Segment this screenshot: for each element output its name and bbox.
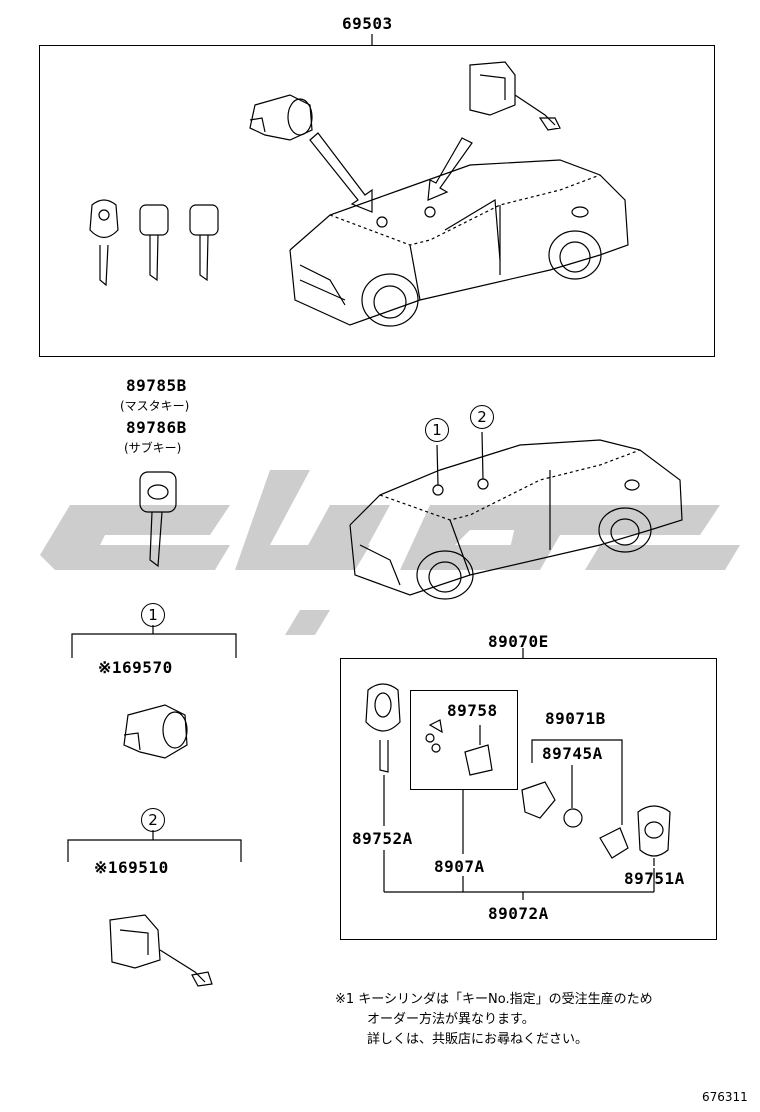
sub-key-note: (サブキー) [124,441,182,455]
master-key-note: (マスタキー) [120,399,190,413]
part-label-69570[interactable]: ※169570 [98,658,173,677]
part-label-89072A[interactable]: 89072A [488,904,549,923]
keys-top [89,199,219,287]
sub-box-89758 [410,690,518,790]
callout-2[interactable]: 2 [470,405,494,429]
key-89785B [139,471,177,568]
ignition-cylinder-top [249,94,313,141]
key-89752A [365,683,401,773]
part-label-89751A[interactable]: 89751A [624,869,685,888]
assembly-box-69503 [39,45,715,357]
ignition-cylinder-69570 [123,704,188,759]
car-illustration-middle [349,431,683,600]
car-illustration-top [289,159,629,327]
part-label-89070E[interactable]: 89070E [488,632,549,651]
part-label-89071B[interactable]: 89071B [545,709,606,728]
part-label-89752A[interactable]: 89752A [352,829,413,848]
door-cylinder-top [469,61,561,131]
part-label-89758[interactable]: 89758 [447,701,498,720]
illustration-number: 676311 [702,1090,748,1104]
assembly-box-89070E [340,658,717,940]
door-cylinder-69510 [109,914,213,987]
part-label-8907A[interactable]: 8907A [434,857,485,876]
section-2-marker: 2 [141,808,165,832]
footnote-line-3: 詳しくは、共販店にお尋ねください。 [367,1032,589,1047]
part-label-69510[interactable]: ※169510 [94,858,169,877]
part-label-89745A[interactable]: 89745A [542,744,603,763]
part-label-89786B[interactable]: 89786B [126,418,187,437]
callout-1[interactable]: 1 [425,418,449,442]
section-1-marker: 1 [141,603,165,627]
part-label-69503[interactable]: 69503 [342,14,393,33]
footnote-line-1: ※1 キーシリンダは「キーNo.指定」の受注生産のため [335,992,653,1007]
part-label-89785B[interactable]: 89785B [126,376,187,395]
footnote-line-2: オーダー方法が異なります。 [367,1012,535,1027]
